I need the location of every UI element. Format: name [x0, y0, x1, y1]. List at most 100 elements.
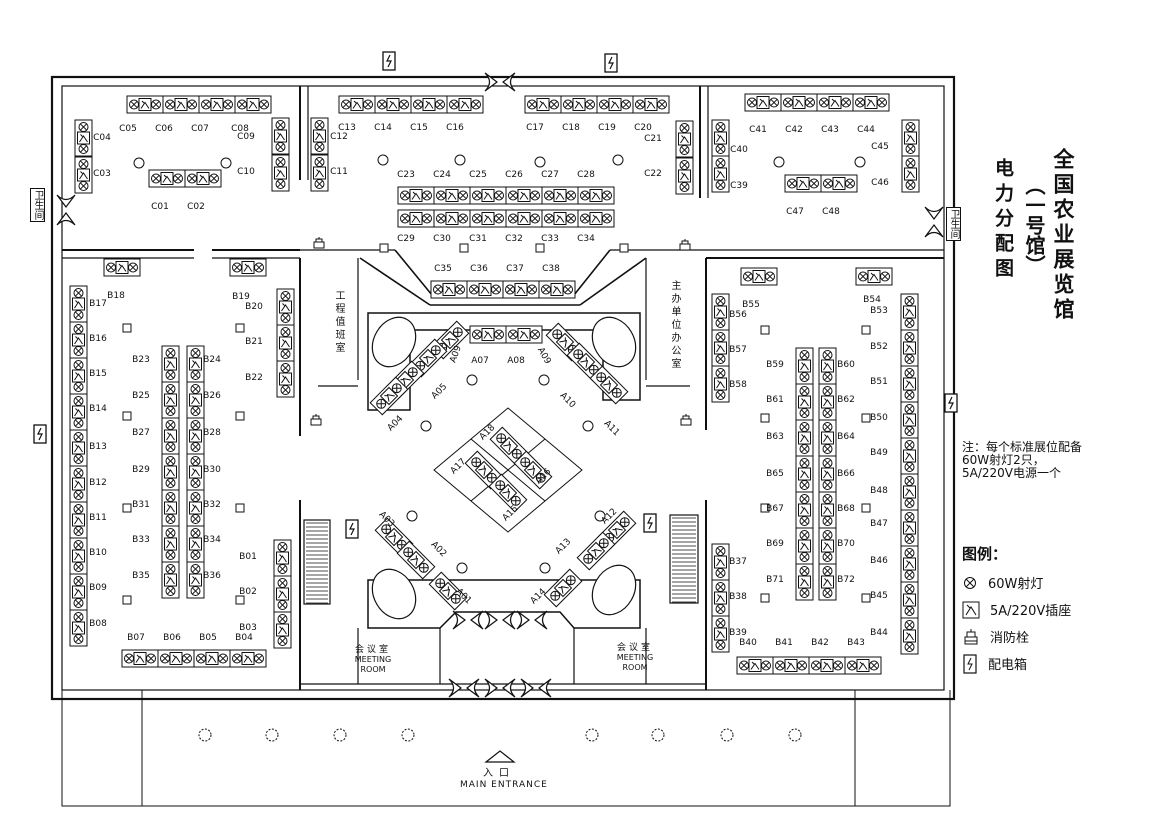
spotlight-icon [679, 145, 690, 155]
socket-icon [856, 659, 870, 672]
socket-icon [536, 98, 550, 111]
booth-a16 [513, 450, 553, 490]
booth-label: B68 [837, 504, 855, 514]
spotlight-icon [747, 97, 757, 108]
booth-label: C11 [330, 167, 348, 177]
booth-a04 [369, 376, 409, 416]
booth-label: C01 [151, 202, 169, 212]
spotlight-icon [585, 99, 595, 110]
socket-icon [72, 585, 85, 599]
spotlight-icon [787, 178, 797, 189]
booth-label: B40 [739, 638, 757, 648]
spotlight-icon [904, 498, 915, 508]
booth-label: B63 [766, 432, 784, 442]
spotlight-icon [280, 327, 291, 337]
socket-icon [864, 96, 878, 109]
socket-icon [514, 283, 528, 296]
spotlight-icon [869, 660, 879, 671]
booth-label: B47 [870, 519, 888, 529]
center-island-frame [433, 407, 583, 533]
socket-icon [714, 627, 727, 641]
booth-c23 [397, 186, 435, 205]
column [760, 503, 770, 513]
spotlight-icon [182, 653, 192, 664]
socket-icon [832, 177, 846, 190]
socket-icon [276, 551, 289, 565]
spotlight-icon [905, 122, 916, 132]
spotlight-icon [209, 173, 219, 184]
spotlight-icon [190, 370, 201, 380]
socket-icon [608, 98, 622, 111]
spotlight-icon [165, 442, 176, 452]
spotlight-icon [549, 99, 559, 110]
legend-label: 5A/220V插座 [990, 604, 1072, 619]
spotlight-icon [799, 386, 810, 396]
spotlight-icon [151, 173, 161, 184]
spotlight-icon [190, 550, 201, 560]
column [760, 593, 770, 603]
booth-b55 [740, 267, 778, 286]
booth-b50 [900, 401, 919, 439]
spotlight-icon [277, 636, 288, 646]
socket-icon [798, 359, 811, 373]
spotlight-icon [190, 514, 201, 524]
socket-icon [714, 341, 727, 355]
spotlight-icon [494, 213, 504, 224]
booth-label: B02 [239, 587, 257, 597]
spotlight-icon [823, 178, 833, 189]
booth-c45 [901, 119, 920, 157]
booth-b01 [273, 539, 292, 577]
booth-c16 [446, 95, 484, 114]
booth-label: C40 [730, 145, 748, 155]
column [861, 325, 871, 335]
booth-label: C07 [191, 124, 209, 134]
spotlight-icon [494, 190, 504, 201]
booth-b60 [818, 347, 837, 385]
column [619, 243, 629, 253]
spotlight-icon [544, 190, 554, 201]
booth-c34 [577, 209, 615, 228]
booth-c04 [74, 119, 93, 157]
spotlight-icon [508, 329, 518, 340]
booth-label: A11 [602, 419, 622, 439]
socket-icon [276, 623, 289, 637]
legend-label: 消防栓 [990, 631, 1030, 646]
spotlight-icon [635, 99, 645, 110]
spotlight-icon [904, 296, 915, 306]
spotlight-icon [151, 99, 161, 110]
booth-label: B31 [132, 500, 150, 510]
socket-icon [903, 629, 916, 643]
spotlight-icon [580, 213, 590, 224]
spotlight-icon [275, 120, 286, 130]
spotlight-icon [471, 99, 481, 110]
booth-label: C09 [237, 132, 255, 142]
column [122, 323, 132, 333]
socket-icon [752, 270, 766, 283]
booth-a01 [428, 571, 468, 611]
meeting-room-left: 会议室 MEETING ROOM [343, 645, 403, 675]
socket-icon [903, 413, 916, 427]
booth-label: B16 [89, 334, 107, 344]
booth-label: B21 [245, 337, 263, 347]
spotlight-icon [165, 564, 176, 574]
spotlight-icon [566, 190, 576, 201]
booth-label: C31 [469, 234, 487, 244]
booth-b42 [808, 656, 846, 675]
socket-icon [196, 172, 210, 185]
spotlight-icon [280, 363, 291, 373]
spotlight-icon [165, 370, 176, 380]
stairs [306, 517, 696, 604]
spotlight-icon [259, 99, 269, 110]
socket-icon [903, 341, 916, 355]
socket-icon [903, 305, 916, 319]
spotlight-icon [508, 213, 518, 224]
spotlight-icon [809, 178, 819, 189]
booth-label: B58 [729, 380, 747, 390]
booth-label: B51 [870, 377, 888, 387]
spotlight-icon [657, 99, 667, 110]
socket-icon [164, 465, 177, 479]
socket-icon [714, 167, 727, 181]
booth-b64 [818, 419, 837, 457]
booth-c12 [310, 117, 329, 155]
spotlight-icon [436, 213, 446, 224]
